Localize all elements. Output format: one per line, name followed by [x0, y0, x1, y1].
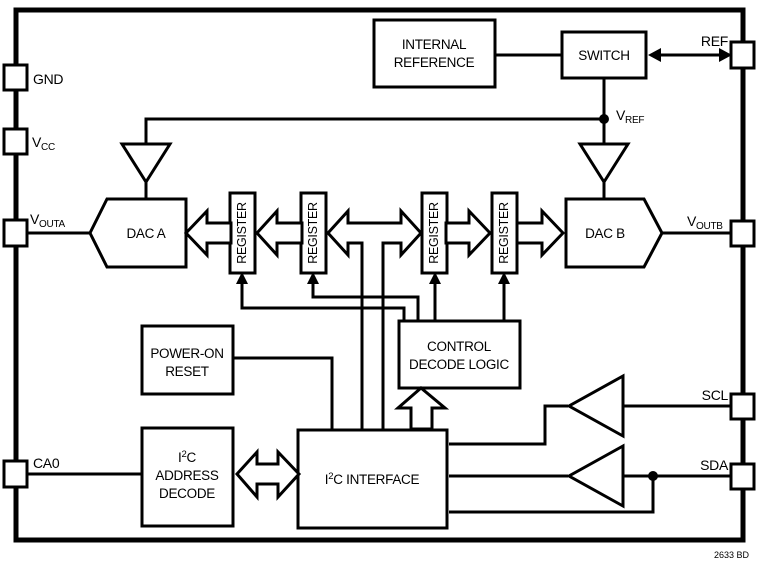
pin-ref [729, 40, 756, 70]
pin-vouta-label: VOUTA [30, 211, 66, 230]
pin-vcc [2, 127, 29, 156]
reg3-reg4-arrow-icon [444, 207, 493, 259]
dac-b-label: DAC B [585, 226, 625, 241]
pin-ref-label: REF [701, 33, 728, 49]
dac-a-label: DAC A [126, 226, 165, 241]
reg1-daca-arrow-icon [183, 207, 233, 259]
control-decode-label-2: DECODE LOGIC [409, 357, 509, 372]
i2c-interface-label: I2C INTERFACE [325, 471, 420, 487]
power-on-reset-label-2: RESET [165, 364, 209, 379]
pin-voutb-label: VOUTB [687, 213, 723, 232]
register-4-label: REGISTER [497, 202, 511, 264]
pin-sda [729, 462, 756, 491]
arrowhead-up-icon [236, 272, 248, 284]
data-bus-arrow-icon [325, 207, 424, 432]
interface-cdl-arrow-icon [393, 386, 450, 431]
scl-input-buffer-icon [565, 373, 625, 439]
pin-sda-label: SDA [700, 457, 729, 473]
pin-scl [729, 392, 756, 421]
arrowhead-up-icon [498, 272, 510, 284]
switch-label: SWITCH [578, 48, 629, 63]
block-power-on-reset [140, 324, 235, 396]
pin-vouta [2, 218, 29, 248]
pin-gnd [2, 63, 29, 92]
scl-buffer-out-wire [449, 404, 568, 446]
block-register-3 [420, 191, 449, 275]
register-3-label: REGISTER [427, 202, 441, 264]
pin-scl-label: SCL [702, 387, 729, 403]
arrowhead-left-icon [648, 48, 661, 62]
internal-reference-label-2: REFERENCE [394, 55, 475, 70]
wires [27, 48, 732, 514]
address-interface-arrow-icon [234, 448, 302, 502]
ref-buffer-b-icon [577, 142, 631, 185]
internal-reference-label-1: INTERNAL [402, 37, 467, 52]
block-i2c-address-decode [140, 426, 235, 528]
arrowhead-up-icon [307, 272, 319, 284]
block-dac-b [564, 197, 664, 269]
vref-net-label: VREF [616, 107, 644, 126]
block-internal-reference [372, 18, 497, 89]
sda-write-wire [449, 476, 655, 514]
vref-junction-dot [599, 114, 609, 124]
register-2-label: REGISTER [306, 202, 320, 264]
reg2-load-wire [311, 282, 420, 321]
pin-ca0-label: CA0 [33, 455, 60, 471]
pin-ca0 [2, 459, 29, 489]
block-control-decode-logic [397, 319, 522, 390]
sda-junction-dot [648, 471, 658, 481]
pin-gnd-label: GND [33, 71, 63, 87]
block-switch [560, 30, 648, 80]
reg2-reg1-arrow-icon [254, 207, 304, 259]
chip-boundary [13, 7, 746, 543]
reg4-dacb-arrow-icon [515, 207, 566, 259]
pin-vcc-label: VCC [32, 134, 55, 153]
control-decode-label-1: CONTROL [427, 339, 492, 354]
ref-buffer-a-icon [119, 142, 173, 185]
i2c-address-label-1: I2C [178, 449, 196, 465]
arrowhead-right-icon [719, 48, 732, 62]
i2c-address-label-2: ADDRESS [155, 468, 218, 483]
por-wire [233, 356, 334, 430]
block-dac-a [88, 197, 188, 269]
reg1-load-wire [240, 282, 406, 321]
register-1-label: REGISTER [235, 202, 249, 264]
power-on-reset-label-1: POWER-ON [150, 346, 223, 361]
i2c-address-label-3: DECODE [159, 486, 215, 501]
pin-voutb [729, 219, 756, 248]
figure-caption: 2633 BD [714, 550, 750, 560]
sda-input-buffer-icon [565, 443, 625, 509]
vref-distribution-wire [144, 117, 604, 144]
arrowhead-up-icon [429, 272, 441, 284]
block-i2c-interface [296, 428, 449, 530]
